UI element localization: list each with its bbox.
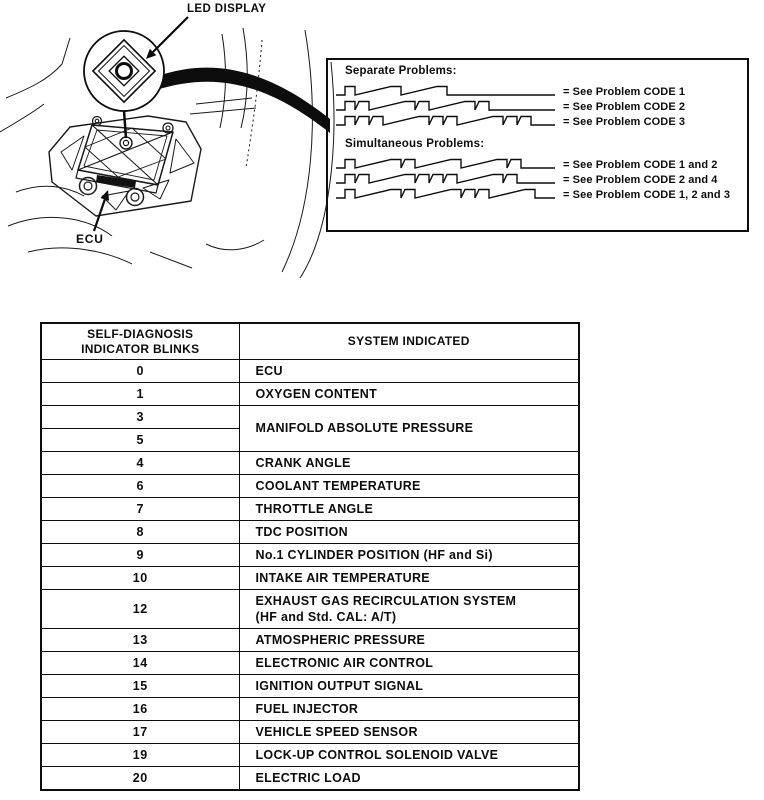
system-indicated-cell: THROTTLE ANGLE [238,497,580,521]
system-indicated-cell: No.1 CYLINDER POSITION (HF and Si) [238,543,580,567]
blink-count-cell: 20 [40,766,240,791]
blink-count-cell: 4 [40,451,240,475]
blink-waveform [336,173,555,184]
system-indicated-cell: TDC POSITION [238,520,580,544]
blink-count-cell: 7 [40,497,240,521]
car-interior-sketch-lines [0,27,335,279]
system-indicated-cell: EXHAUST GAS RECIRCULATION SYSTEM(HF and … [238,589,580,629]
blink-count-cell: 0 [40,359,240,383]
separate-problems-heading: Separate Problems: [345,65,457,77]
blink-count-cell: 17 [40,720,240,744]
blink-waveform [336,158,555,169]
simultaneous-waveforms: = See Problem CODE 1 and 2 = See Problem … [328,156,747,201]
waveform-row: = See Problem CODE 3 [335,113,747,128]
blink-waveform [336,188,555,199]
ecu-arrow [92,190,110,232]
blink-waveform [336,100,555,111]
system-indicated-cell: MANIFOLD ABSOLUTE PRESSURE [238,405,580,452]
waveform-code-label: = See Problem CODE 2 and 4 [563,174,718,186]
waveform-code-label: = See Problem CODE 2 [563,101,686,113]
blink-count-cell: 14 [40,651,240,675]
col-header-system: SYSTEM INDICATED [238,322,580,360]
blink-count-cell: 12 [40,589,240,629]
simultaneous-problems-heading: Simultaneous Problems: [345,138,485,150]
waveform-row: = See Problem CODE 2 and 4 [335,171,747,186]
blink-waveform [336,115,555,126]
blink-count-cell: 15 [40,674,240,698]
header-blinks-line2: INDICATOR BLINKS [81,341,200,356]
blink-count-cell: 6 [40,474,240,498]
led-display-arrow [146,16,189,59]
waveform-code-label: = See Problem CODE 1 [563,86,686,98]
waveform-code-label: = See Problem CODE 3 [563,116,686,128]
blink-count-cell: 1 [40,382,240,406]
led-magnifier-circle [83,30,165,112]
ecu-label: ECU [76,232,104,246]
ecu-location-illustration [0,16,335,279]
system-indicated-cell: LOCK-UP CONTROL SOLENOID VALVE [238,743,580,767]
blink-count-cell: 9 [40,543,240,567]
waveform-row: = See Problem CODE 1 and 2 [335,156,747,171]
blink-count-cell: 8 [40,520,240,544]
waveform-row: = See Problem CODE 1, 2 and 3 [335,186,747,201]
system-indicated-cell: OXYGEN CONTENT [238,382,580,406]
blink-count-cell: 5 [40,428,240,452]
led-display-label: LED DISPLAY [187,3,267,15]
waveform-row: = See Problem CODE 2 [335,98,747,113]
waveform-code-label: = See Problem CODE 1 and 2 [563,159,718,171]
system-indicated-cell: FUEL INJECTOR [238,697,580,721]
blink-count-cell: 19 [40,743,240,767]
system-indicated-cell: INTAKE AIR TEMPERATURE [238,566,580,590]
led-lamp-icon [115,62,133,80]
separate-waveforms: = See Problem CODE 1 = See Problem CODE 2… [328,83,747,128]
blink-count-cell: 16 [40,697,240,721]
blink-count-cell: 10 [40,566,240,590]
blink-count-cell: 13 [40,628,240,652]
header-blinks-line1: SELF-DIAGNOSIS [87,326,194,341]
system-indicated-cell: ELECTRONIC AIR CONTROL [238,651,580,675]
system-indicated-cell: COOLANT TEMPERATURE [238,474,580,498]
blink-pattern-box: Separate Problems: = See Problem CODE 1=… [326,58,749,232]
blink-count-cell: 3 [40,405,240,429]
system-indicated-cell: ATMOSPHERIC PRESSURE [238,628,580,652]
waveform-row: = See Problem CODE 1 [335,83,747,98]
system-indicated-cell: ELECTRIC LOAD [238,766,580,791]
callout-swoosh [156,67,330,133]
system-indicated-cell: ECU [238,359,580,383]
magnifier-stem [122,110,128,139]
blink-waveform [336,85,555,96]
system-indicated-cell: VEHICLE SPEED SENSOR [238,720,580,744]
system-indicated-cell: IGNITION OUTPUT SIGNAL [238,674,580,698]
ecu-id-plate [96,175,136,188]
system-indicated-cell: CRANK ANGLE [238,451,580,475]
waveform-code-label: = See Problem CODE 1, 2 and 3 [563,189,731,201]
